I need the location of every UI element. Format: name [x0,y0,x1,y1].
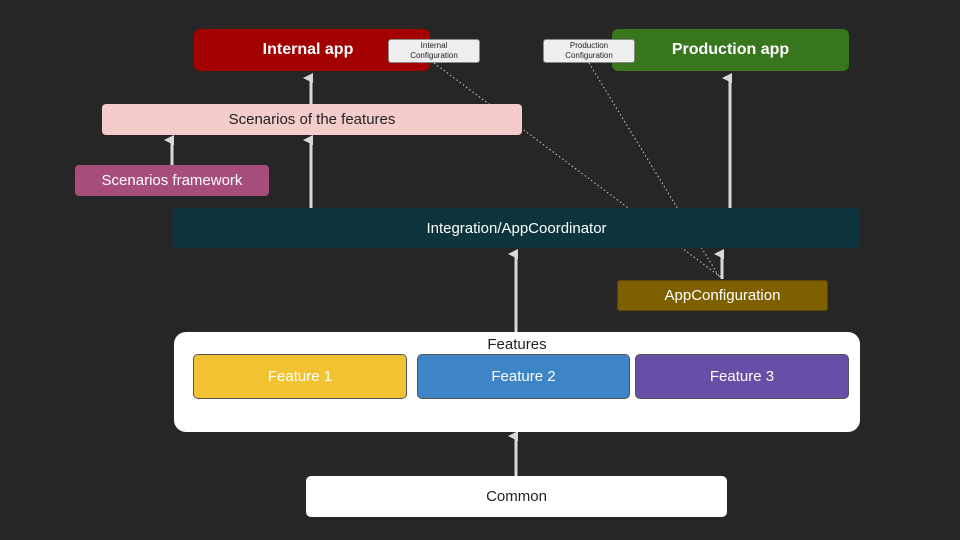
scenarios-framework-label: Scenarios framework [101,172,243,189]
appconfiguration-label: AppConfiguration [664,287,781,304]
production-configuration-node: Production Configuration [543,39,635,63]
feature-3-node: Feature 3 [635,354,849,399]
internal-app-label: Internal app [262,41,354,58]
scenarios-features-label: Scenarios of the features [228,111,396,128]
internal-configuration-line2: Configuration [410,51,458,60]
scenarios-framework-node: Scenarios framework [75,165,269,196]
production-app-label: Production app [671,41,790,58]
internal-configuration-line1: Internal [420,41,448,50]
feature-1-label: Feature 1 [267,368,333,385]
scenarios-features-node: Scenarios of the features [102,104,522,135]
integration-appcoordinator-node: Integration/AppCoordinator [173,208,860,248]
appconfiguration-node: AppConfiguration [617,280,828,311]
production-app-node: Production app [612,29,849,71]
feature-2-label: Feature 2 [491,368,556,385]
production-configuration-line1: Production [569,41,609,50]
feature-2-node: Feature 2 [417,354,630,399]
integration-appcoordinator-label: Integration/AppCoordinator [426,219,607,237]
common-label: Common [486,488,547,505]
features-title: Features [487,336,547,353]
feature-3-label: Feature 3 [709,368,775,385]
feature-1-node: Feature 1 [193,354,407,399]
production-configuration-line2: Configuration [565,51,613,60]
common-node: Common [306,476,727,517]
internal-configuration-node: Internal Configuration [388,39,480,63]
